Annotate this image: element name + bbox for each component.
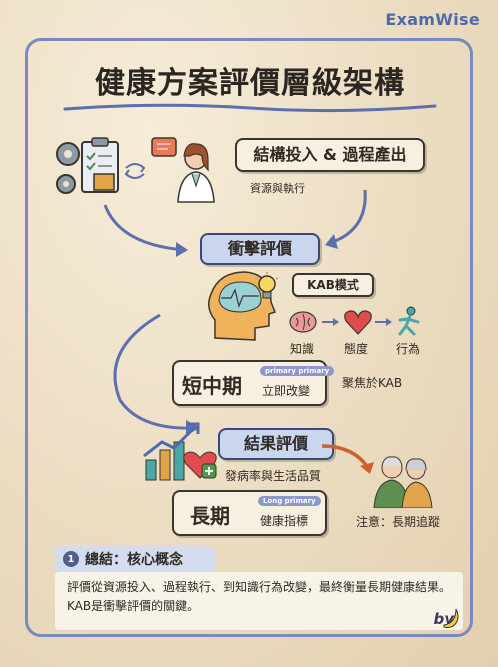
kab-step-knowledge: 知識: [290, 342, 315, 356]
summary-heading: 1 總結：核心概念: [55, 546, 215, 572]
arrow-step-1: [322, 318, 339, 326]
outcome-evaluation-box: 結果評價: [218, 428, 334, 460]
short-term-pill: primary primary: [260, 366, 335, 376]
lightbulb-icon: [255, 272, 279, 299]
arrow-left-to-impact: [103, 204, 188, 257]
structure-process-box: 結構投入 & 過程產出: [235, 138, 425, 172]
long-term-title: 長期: [190, 504, 230, 528]
focus-kab-label: 聚焦於KAB: [342, 376, 403, 390]
kab-step-attitude: 態度: [344, 342, 369, 356]
elderly-couple-icon: [373, 456, 433, 508]
long-term-pill: Long primary: [258, 496, 321, 506]
short-term-title: 短中期: [182, 374, 242, 398]
long-term-sub: 健康指標: [260, 514, 309, 528]
arrow-right-to-impact: [325, 189, 367, 249]
brand-logo: ExamWise: [385, 10, 480, 29]
banana-icon: [443, 608, 459, 628]
resources-label: 資源與執行: [250, 182, 305, 195]
arrow-step-2: [375, 318, 392, 326]
heart-icon: [344, 310, 372, 335]
summary-text: 評價從資源投入、過程執行、到知識行為改變，最終衡量長期健康結果。KAB是衝擊評價…: [55, 572, 463, 630]
main-frame: [25, 38, 473, 637]
gears-clipboard-icon: [56, 137, 119, 194]
long-term-box: 長期 Long primary 健康指標: [172, 490, 327, 536]
arrow-to-elderly: [321, 444, 374, 474]
summary-heading-text: 總結：核心概念: [85, 552, 183, 568]
summary-number: 1: [63, 551, 79, 567]
morbidity-label: 發病率與生活品質: [225, 469, 322, 483]
impact-evaluation-box: 衝擊評價: [200, 233, 320, 265]
kab-step-behavior: 行為: [396, 342, 421, 356]
growth-chart-icon: [143, 422, 217, 481]
cycle-arrows-icon: [124, 163, 146, 179]
short-term-box: 短中期 primary primary 立即改變: [172, 360, 335, 406]
page-title: 健康方案評價層級架構: [95, 66, 405, 101]
title-underline: [63, 103, 437, 113]
mini-brain-icon: [289, 311, 317, 333]
kab-model-box: KAB模式: [292, 273, 374, 297]
doctor-icon: [151, 137, 215, 203]
brain-head-icon: [208, 271, 276, 341]
short-term-sub: 立即改變: [262, 384, 311, 398]
running-person-icon: [398, 306, 420, 336]
long-term-note: 注意：長期追蹤: [356, 515, 441, 529]
